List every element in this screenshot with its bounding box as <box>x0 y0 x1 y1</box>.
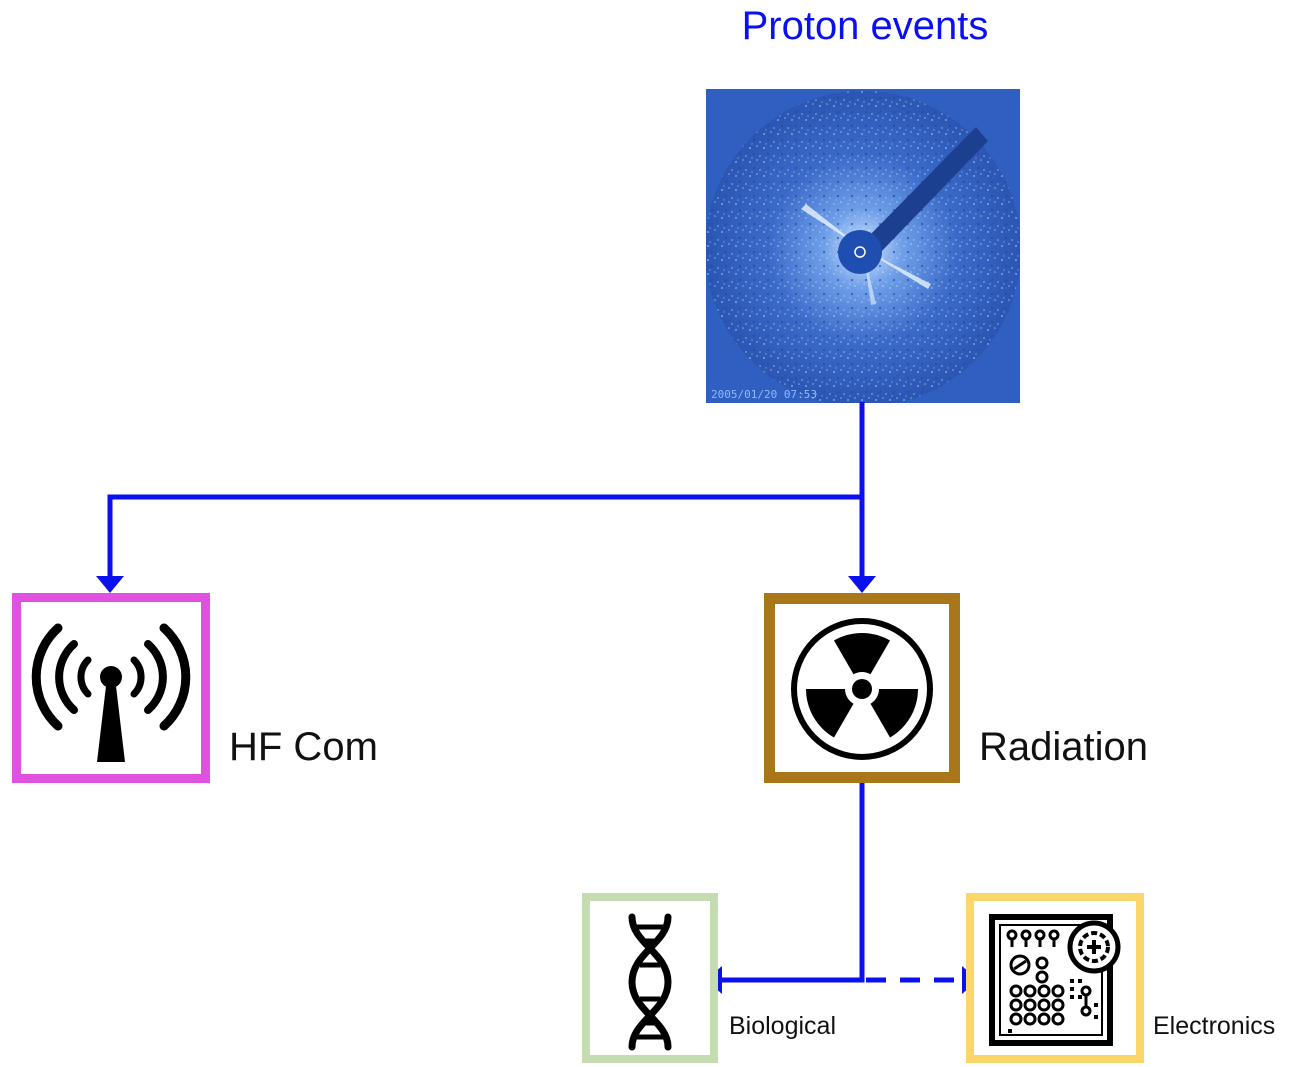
biological-node <box>582 893 718 1063</box>
image-timestamp: 2005/01/20 07:53 <box>711 388 817 401</box>
radiation-node <box>764 593 960 783</box>
arrowhead-radiation <box>848 576 876 593</box>
electronics-label: Electronics <box>1153 1012 1276 1040</box>
radio-antenna-icon <box>31 623 191 762</box>
radiation-label: Radiation <box>979 725 1149 769</box>
biological-label: Biological <box>729 1012 837 1040</box>
electronics-node <box>966 893 1144 1063</box>
connector-to-biological <box>722 783 865 983</box>
circuit-board-icon <box>989 914 1121 1046</box>
coronagraph-image <box>706 89 1020 403</box>
radiation-hazard-icon <box>791 618 933 760</box>
arrowhead-hf-com <box>96 576 124 593</box>
connector-to-hf-com <box>107 494 862 577</box>
hf-com-label: HF Com <box>229 725 378 769</box>
dna-icon <box>628 913 672 1051</box>
diagram-title: Proton events <box>741 4 989 48</box>
hf-com-node <box>12 593 210 783</box>
